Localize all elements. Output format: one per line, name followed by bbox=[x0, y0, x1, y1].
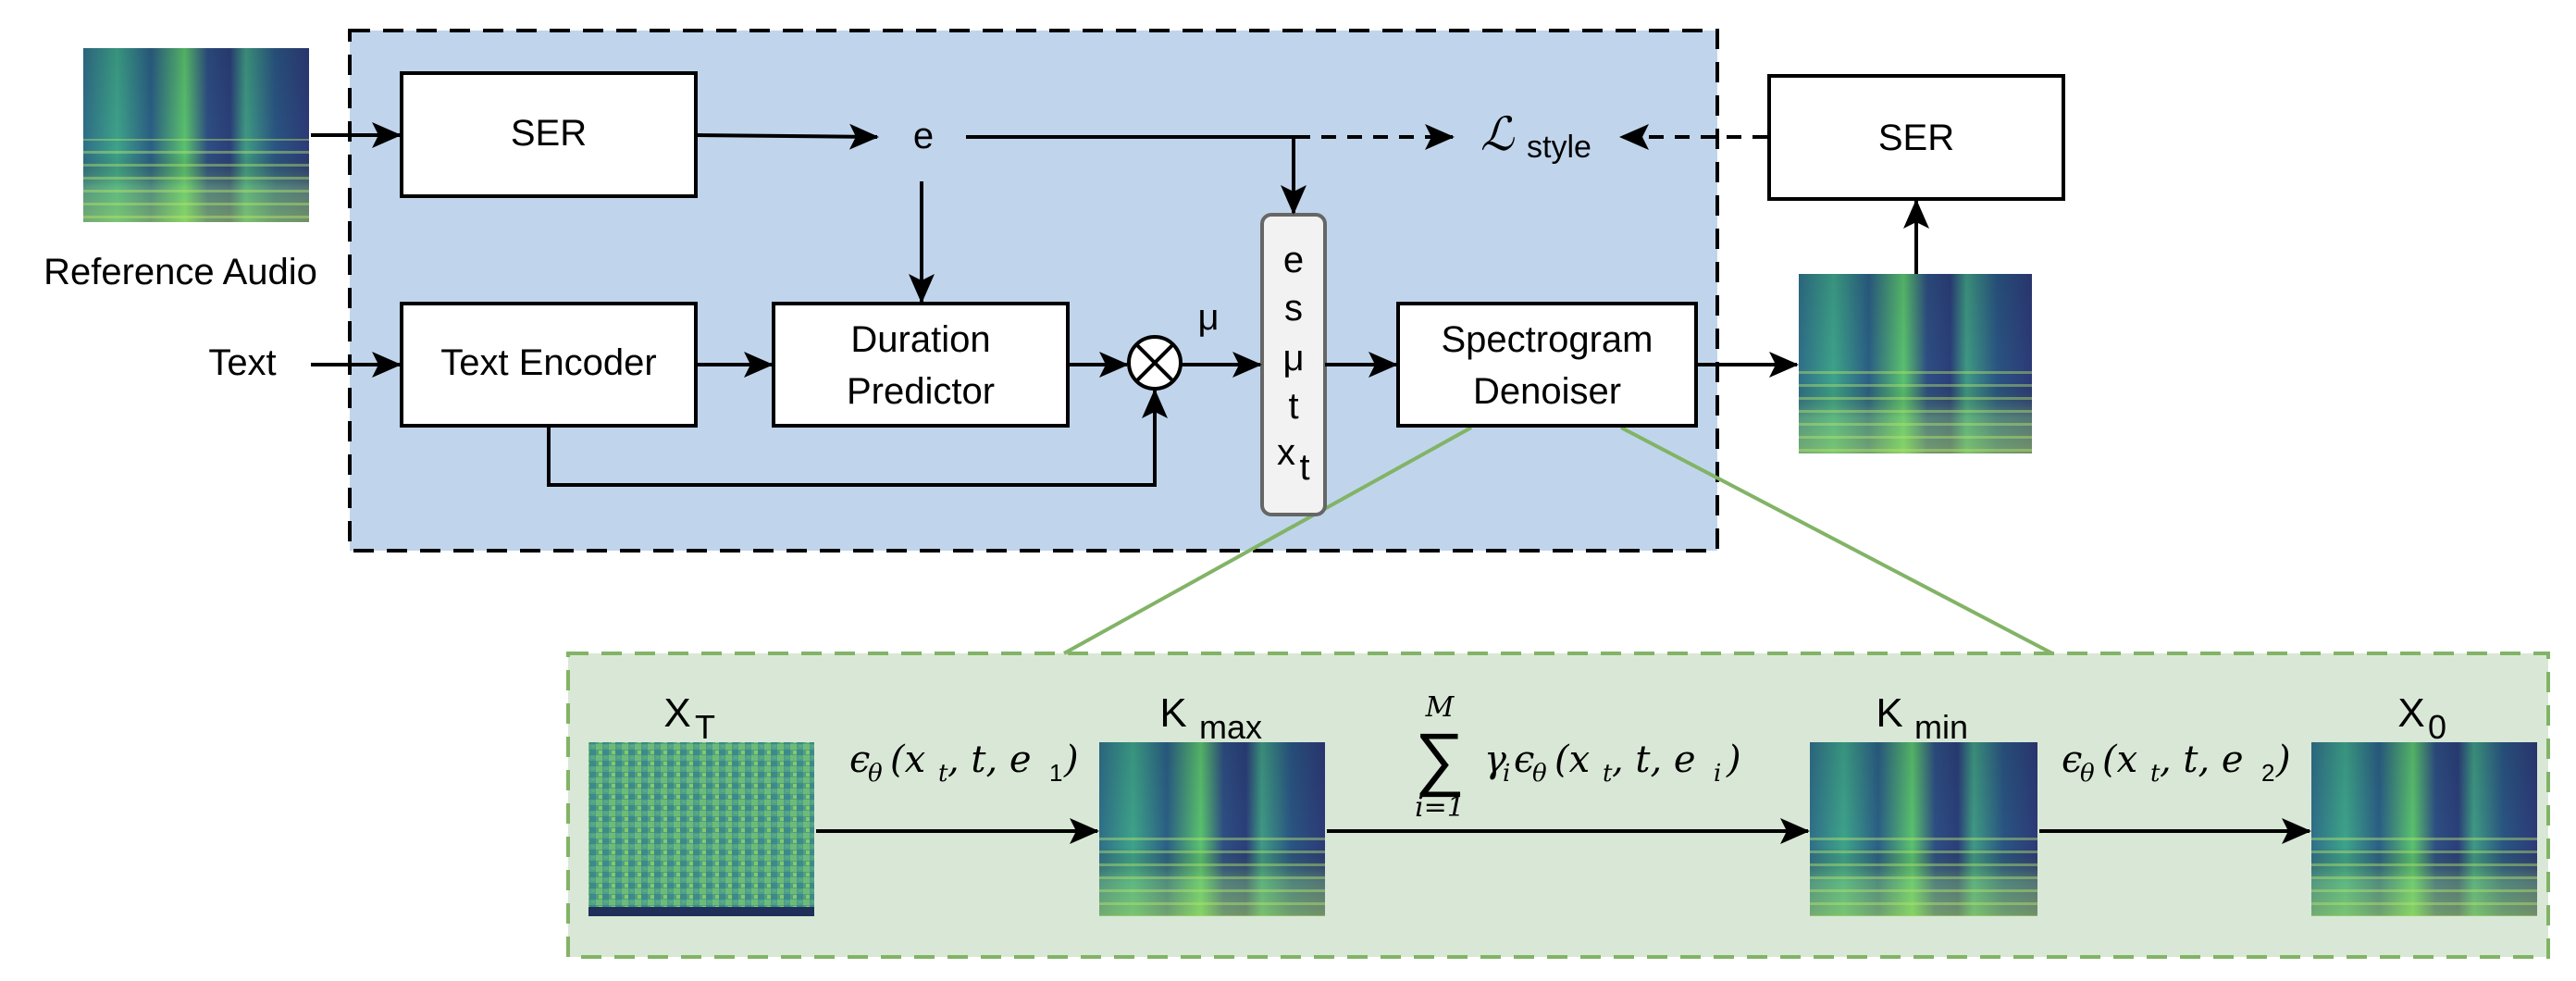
svg-text:K: K bbox=[1159, 690, 1186, 736]
svg-text:X: X bbox=[663, 690, 690, 736]
svg-text:t: t bbox=[1299, 447, 1309, 488]
svg-text:i: i bbox=[1714, 760, 1721, 788]
svg-text:): ) bbox=[2275, 739, 2291, 781]
denoiser-label-line2: Denoiser bbox=[1473, 371, 1621, 412]
svg-text:x: x bbox=[1277, 432, 1295, 473]
output-spectrogram bbox=[1799, 274, 2032, 453]
svg-text:T: T bbox=[695, 708, 715, 746]
ser-box-left bbox=[400, 71, 698, 198]
spectrogram-denoiser-box bbox=[1396, 302, 1698, 428]
svg-text:, t, e: , t, e bbox=[2160, 739, 2244, 781]
formula-step-1: ϵ θ (x t , t, e 1 ) bbox=[849, 739, 1079, 788]
spectrogram-kmin bbox=[1810, 742, 2037, 916]
svg-text:i: i bbox=[1503, 760, 1510, 788]
svg-text:θ: θ bbox=[868, 760, 883, 788]
ser-right-label: SER bbox=[1878, 118, 1954, 158]
label-kmax: K max bbox=[1159, 690, 1262, 746]
svg-text:0: 0 bbox=[2428, 708, 2446, 746]
stack-t: t bbox=[1288, 386, 1298, 427]
duration-predictor-box bbox=[772, 302, 1070, 428]
stack-xt: x t bbox=[1277, 432, 1310, 488]
svg-text:θ: θ bbox=[2080, 760, 2095, 788]
arrow-e-to-stack bbox=[966, 135, 1307, 215]
formula-step-2: ϵ θ (x t , t, e 2 ) bbox=[2062, 739, 2291, 788]
svg-text:ℒ: ℒ bbox=[1480, 107, 1515, 161]
svg-text:i=1: i=1 bbox=[1415, 791, 1465, 824]
svg-text:M: M bbox=[1425, 691, 1455, 724]
svg-text:X: X bbox=[2397, 690, 2424, 736]
spectrogram-x0 bbox=[2311, 742, 2537, 916]
svg-text:2: 2 bbox=[2261, 759, 2274, 787]
svg-text:, t, e: , t, e bbox=[1612, 739, 1696, 781]
spectrogram-xT bbox=[588, 742, 814, 916]
multiply-node bbox=[1127, 335, 1183, 391]
svg-text:(x: (x bbox=[1554, 739, 1590, 781]
arrow-ser-to-e bbox=[695, 123, 879, 150]
svg-text:γ: γ bbox=[1484, 739, 1506, 781]
svg-text:t: t bbox=[938, 760, 948, 788]
svg-text:): ) bbox=[1063, 739, 1079, 781]
text-input-label: Text bbox=[208, 342, 276, 383]
spectrogram-kmax bbox=[1099, 742, 1325, 916]
denoiser-label-line1: Spectrogram bbox=[1442, 319, 1653, 360]
duration-label-line2: Predictor bbox=[847, 371, 995, 412]
svg-text:∑: ∑ bbox=[1415, 719, 1465, 798]
svg-text:ϵ: ϵ bbox=[849, 739, 870, 781]
reference-spectrogram bbox=[83, 48, 309, 222]
text-encoder-label: Text Encoder bbox=[440, 342, 656, 383]
ser-left-label: SER bbox=[511, 113, 587, 154]
svg-text:min: min bbox=[1914, 708, 1968, 746]
style-loss: ℒ style bbox=[1480, 107, 1591, 165]
zoom-line-right bbox=[1620, 426, 2053, 655]
svg-text:(x: (x bbox=[890, 739, 925, 781]
label-kmin: K min bbox=[1876, 690, 1968, 746]
stack-mu: μ bbox=[1282, 338, 1304, 379]
sampling-panel bbox=[566, 652, 2550, 959]
svg-text:ϵ: ϵ bbox=[1514, 739, 1534, 781]
duration-label-line1: Duration bbox=[850, 319, 990, 360]
style-embedding-e: e bbox=[913, 116, 934, 156]
mu-label: μ bbox=[1197, 297, 1219, 338]
arrow-encoder-to-multiply bbox=[547, 389, 1168, 487]
zoom-line-left bbox=[1063, 426, 1472, 655]
svg-text:max: max bbox=[1199, 708, 1262, 746]
stack-s: s bbox=[1284, 288, 1303, 329]
formula-sum: M ∑ i=1 γ i ϵ θ (x t , t, e i ) bbox=[1415, 691, 1741, 824]
svg-text:t: t bbox=[2150, 760, 2161, 788]
reference-audio-label: Reference Audio bbox=[43, 252, 317, 292]
svg-text:ϵ: ϵ bbox=[2062, 739, 2082, 781]
svg-text:1: 1 bbox=[1049, 759, 1062, 787]
svg-text:θ: θ bbox=[1532, 760, 1547, 788]
svg-text:K: K bbox=[1876, 690, 1902, 736]
svg-text:(x: (x bbox=[2102, 739, 2137, 781]
svg-text:): ) bbox=[1726, 739, 1741, 781]
svg-text:t: t bbox=[1603, 760, 1613, 788]
label-xT: X T bbox=[663, 690, 715, 746]
ser-box-right bbox=[1767, 74, 2065, 201]
stack-e: e bbox=[1283, 240, 1304, 280]
label-x0: X 0 bbox=[2397, 690, 2446, 746]
svg-text:, t, e: , t, e bbox=[947, 739, 1032, 781]
svg-text:style: style bbox=[1527, 130, 1591, 165]
